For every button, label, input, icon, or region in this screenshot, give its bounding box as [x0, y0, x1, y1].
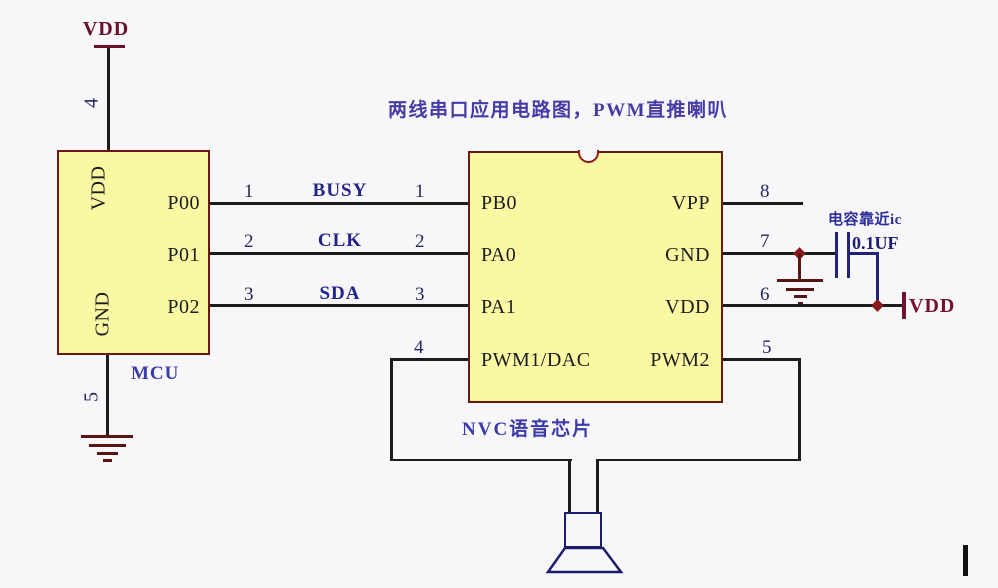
net-sda-left-number: 3 [244, 284, 254, 305]
capacitor-plate-right [847, 232, 850, 278]
vdd-wire [723, 304, 903, 307]
net-busy-left-number: 1 [244, 181, 254, 202]
net-clk-wire [210, 252, 468, 255]
gnd-symbol-right-line2 [786, 287, 814, 291]
pwm1-wire-drop [389, 358, 393, 461]
net-clk-left-number: 2 [244, 231, 254, 252]
mcu-pin-p00: P00 [167, 192, 200, 214]
mcu-pin-p02: P02 [167, 296, 200, 318]
capacitor-branch-wire [850, 252, 878, 255]
gnd-symbol-left-line3 [97, 452, 118, 455]
junction-dot-vdd [871, 298, 884, 312]
pwm2-wire [723, 358, 801, 361]
mcu-caption: MCU [131, 363, 180, 384]
chip-pin-vdd: VDD [665, 296, 710, 318]
schematic-title: 两线串口应用电路图，PWM直推喇叭 [388, 100, 729, 121]
capacitor-note: 电容靠近ic [828, 212, 902, 228]
mcu-vdd-side-label: VDD [87, 165, 110, 211]
pin8-number: 8 [760, 181, 770, 202]
mcu-gnd-wire [106, 355, 109, 436]
chip-pin-pwm2: PWM2 [650, 349, 710, 371]
speaker-lead-left [568, 459, 571, 514]
speaker-body-icon [564, 512, 602, 548]
net-busy-wire [210, 202, 468, 205]
pin6-number: 6 [760, 284, 770, 305]
chip-pin-gnd: GND [665, 244, 710, 266]
gnd-symbol-right-line4 [798, 301, 803, 304]
net-busy-right-number: 1 [415, 181, 425, 202]
nvc-chip-block [468, 151, 723, 403]
gnd-symbol-right-stem [798, 253, 801, 280]
chip-pin-pa1: PA1 [481, 296, 517, 318]
vdd-right-bar [902, 292, 906, 319]
capacitor-plate-left [835, 232, 838, 278]
capacitor-branch-drop [876, 252, 879, 307]
chip-pin-pwm1dac: PWM1/DAC [481, 349, 591, 371]
vdd-right-label: VDD [909, 295, 956, 317]
speaker-lead-right [595, 459, 599, 514]
pin4-number: 4 [414, 337, 424, 358]
chip-pin-vpp: VPP [671, 192, 710, 214]
pwm2-wire-bottom [597, 458, 801, 461]
gnd-symbol-right [777, 279, 823, 282]
pwm2-wire-drop [798, 358, 801, 461]
chip-pin-pb0: PB0 [481, 192, 517, 214]
speaker-cone-icon [545, 546, 624, 574]
mcu-pin4-number: 4 [80, 98, 103, 108]
net-sda-right-number: 3 [415, 284, 425, 305]
gnd-symbol-right-line3 [794, 295, 807, 298]
pin7-number: 7 [760, 231, 770, 252]
net-busy-label: BUSY [312, 180, 368, 201]
chip-pin1-notch-icon [578, 150, 599, 163]
vdd-top-wire [107, 48, 110, 151]
vdd-top-label: VDD [82, 18, 130, 40]
mcu-block [57, 150, 210, 355]
pin5-number: 5 [762, 337, 772, 358]
net-sda-wire [210, 304, 468, 307]
vdd-top-bar [94, 45, 125, 48]
mcu-pin5-number: 5 [80, 392, 103, 402]
capacitor-value: 0.1UF [852, 233, 899, 253]
mcu-pin-p01: P01 [167, 244, 200, 266]
net-clk-right-number: 2 [415, 231, 425, 252]
gnd-symbol-left-line4 [103, 459, 112, 462]
chip-pin-pa0: PA0 [481, 244, 517, 266]
net-sda-label: SDA [319, 283, 361, 304]
pwm1-wire [391, 358, 468, 361]
net-clk-label: CLK [317, 230, 363, 251]
chip-caption: NVC语音芯片 [462, 419, 594, 440]
gnd-symbol-left [81, 435, 133, 438]
gnd-wire [723, 252, 837, 255]
gnd-symbol-left-line2 [89, 444, 126, 447]
mcu-gnd-side-label: GND [91, 291, 114, 337]
pwm1-wire-bottom [389, 458, 572, 461]
text-cursor-mark [963, 545, 968, 576]
vpp-wire [723, 202, 803, 205]
